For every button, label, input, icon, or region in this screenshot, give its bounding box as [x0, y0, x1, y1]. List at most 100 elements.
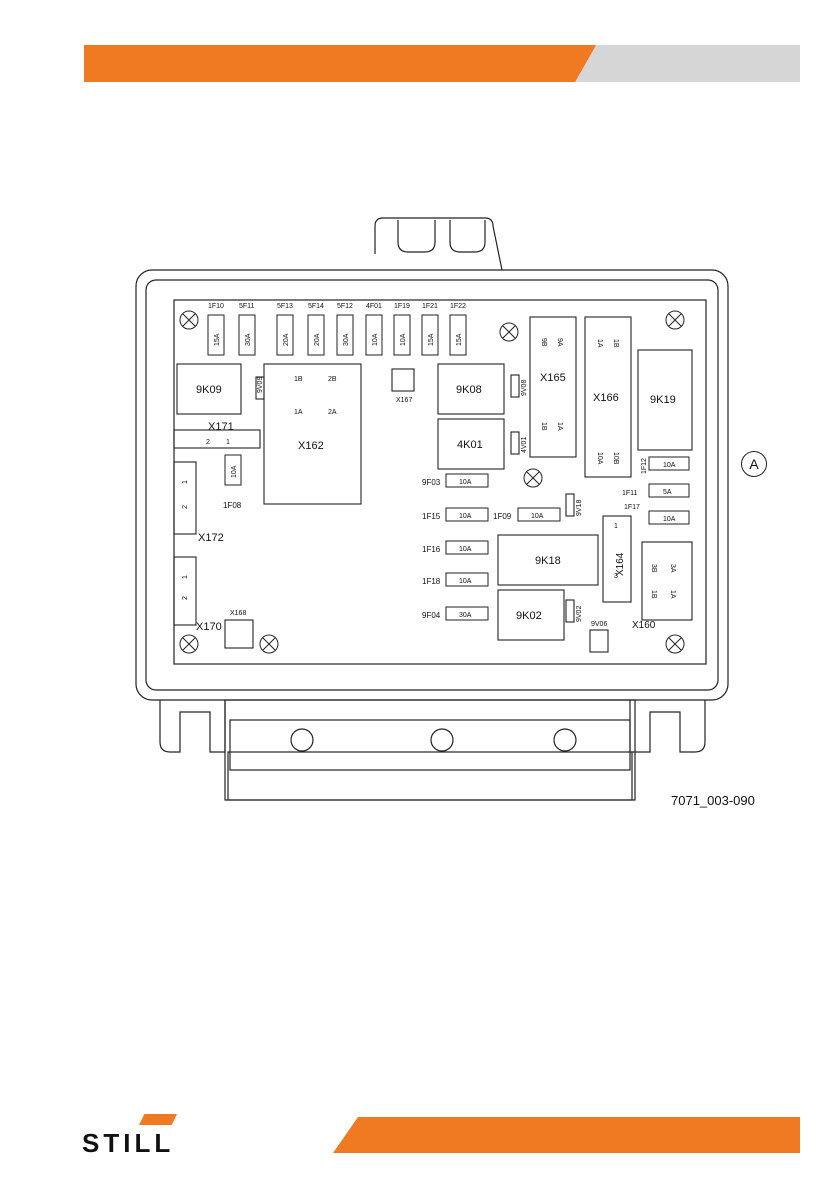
fuse-5f12-label: 5F12: [337, 303, 353, 310]
relay-9k18: [497, 534, 599, 586]
fuse-5f11-label: 5F11: [239, 303, 255, 310]
relay-4k01: [437, 418, 505, 470]
fuse-1f17-label: 1F17: [624, 504, 640, 511]
relay-9k19-label: 9K19: [650, 394, 676, 406]
housing-bottom: [159, 700, 226, 753]
screw: [179, 634, 199, 654]
connector-block-outer: [224, 699, 636, 801]
connector-x171: [173, 429, 261, 449]
relay-9k18-label: 9K18: [535, 555, 561, 567]
screw: [665, 634, 685, 654]
fuse: [307, 314, 325, 356]
fuse: [445, 606, 489, 621]
pin-x166-1a: 1A: [596, 339, 603, 348]
pin-x162-2b: 2B: [328, 376, 337, 383]
fuse-1f12-rating: 10A: [663, 462, 676, 469]
pin-x170-2: 2: [182, 596, 189, 600]
fuse-9f04-label: 9F04: [422, 611, 441, 620]
fuse-1f08-label: 1F08: [223, 501, 242, 510]
fuse-5f11-rating: 30A: [245, 333, 252, 346]
fuse: [648, 483, 690, 498]
connector-x167-label: X167: [396, 397, 412, 404]
relay-9k02: [497, 589, 565, 641]
pin-x166-10a: 10A: [596, 452, 603, 465]
fuse: [648, 456, 690, 471]
screw: [665, 310, 685, 330]
connector-x172: [173, 461, 197, 535]
connector-x167: [391, 368, 415, 392]
pin-x165-9a: 9A: [556, 338, 563, 347]
connector-x168-label: X168: [230, 610, 246, 617]
header-gray-bar: [575, 45, 800, 82]
pin-x160-1b: 1B: [650, 590, 657, 599]
fuse-4f01-label: 4F01: [366, 303, 382, 310]
diode-9v02: [565, 599, 575, 623]
housing-inner: [145, 279, 719, 691]
fuse: [648, 510, 690, 525]
diode-9v06-label: 9V06: [591, 621, 607, 628]
diode-9v18: [565, 493, 575, 517]
fuse: [224, 454, 242, 486]
screw: [179, 310, 199, 330]
relay-9k02-label: 9K02: [516, 610, 542, 622]
header-orange-bar: [84, 45, 596, 82]
pin-x172-2: 2: [182, 505, 189, 509]
diode-9v09-label: 9V09: [257, 377, 264, 393]
connector-x164-label: X164: [615, 552, 626, 576]
relay-9k08-label: 9K08: [456, 384, 482, 396]
fuse-9f03-label: 9F03: [422, 478, 441, 487]
fuse: [393, 314, 411, 356]
fuse-1f18-label: 1F18: [422, 577, 441, 586]
relay-9k09: [176, 363, 242, 415]
diode-9v08: [510, 374, 520, 398]
pin-x162-1b: 1B: [294, 376, 303, 383]
pin-x171-2: 2: [206, 439, 210, 446]
fuse: [445, 540, 489, 555]
relay-9k19: [637, 349, 693, 451]
still-logo: STILL: [82, 1114, 217, 1159]
fuse-box-diagram: 1F1015A5F1130A5F1320A5F1420A5F1230A4F011…: [135, 217, 755, 808]
connector-x171-label: X171: [208, 421, 234, 433]
relay-9k08: [437, 363, 505, 415]
logo-mark: [139, 1114, 177, 1125]
connector-x170: [173, 556, 197, 626]
fuse-9f04-rating: 30A: [459, 612, 472, 619]
fuse-1f22-label: 1F22: [450, 303, 466, 310]
connector-x166-label: X166: [593, 392, 619, 404]
fuse-5f13-rating: 20A: [283, 333, 290, 346]
housing-top-tab: [374, 217, 503, 271]
logo-text: STILL: [82, 1128, 175, 1158]
fuse-1f11-label: 1F11: [622, 490, 638, 497]
fuse-9f03-rating: 10A: [459, 479, 472, 486]
screw: [259, 634, 279, 654]
fuse-1f09-label: 1F09: [493, 512, 512, 521]
fuse-5f13-label: 5F13: [277, 303, 293, 310]
fuse: [445, 507, 489, 522]
fuse-1f19-rating: 10A: [400, 333, 407, 346]
fuse-1f22-rating: 15A: [456, 333, 463, 346]
pin-x172-1: 1: [182, 480, 189, 484]
fuse: [517, 507, 561, 522]
fuse-1f18-rating: 10A: [459, 578, 472, 585]
fuse: [276, 314, 294, 356]
pin-x160-3b: 3B: [650, 564, 657, 573]
fuse: [336, 314, 354, 356]
fuse-1f17-rating: 10A: [663, 516, 676, 523]
diode-9v08-label: 9V08: [521, 380, 528, 396]
fuse-1f21-rating: 15A: [428, 333, 435, 346]
pin-x166-10b: 10B: [612, 452, 619, 465]
fuse: [445, 572, 489, 587]
pin-x164-1: 1: [614, 523, 618, 530]
connector-x160: [641, 541, 693, 621]
pin-x160-3a: 3A: [669, 564, 676, 573]
screw: [499, 322, 519, 342]
diode-9v18-label: 9V18: [576, 500, 583, 516]
fuse-1f08-rating: 10A: [231, 465, 238, 478]
diode-9v06: [589, 629, 609, 653]
fuse-5f12-rating: 30A: [343, 333, 350, 346]
connector-x168: [224, 619, 254, 649]
connector-x162: [263, 363, 362, 505]
connector-x162-label: X162: [298, 440, 324, 452]
diode-9v02-label: 9V02: [576, 606, 583, 622]
fuse-1f16-label: 1F16: [422, 545, 441, 554]
